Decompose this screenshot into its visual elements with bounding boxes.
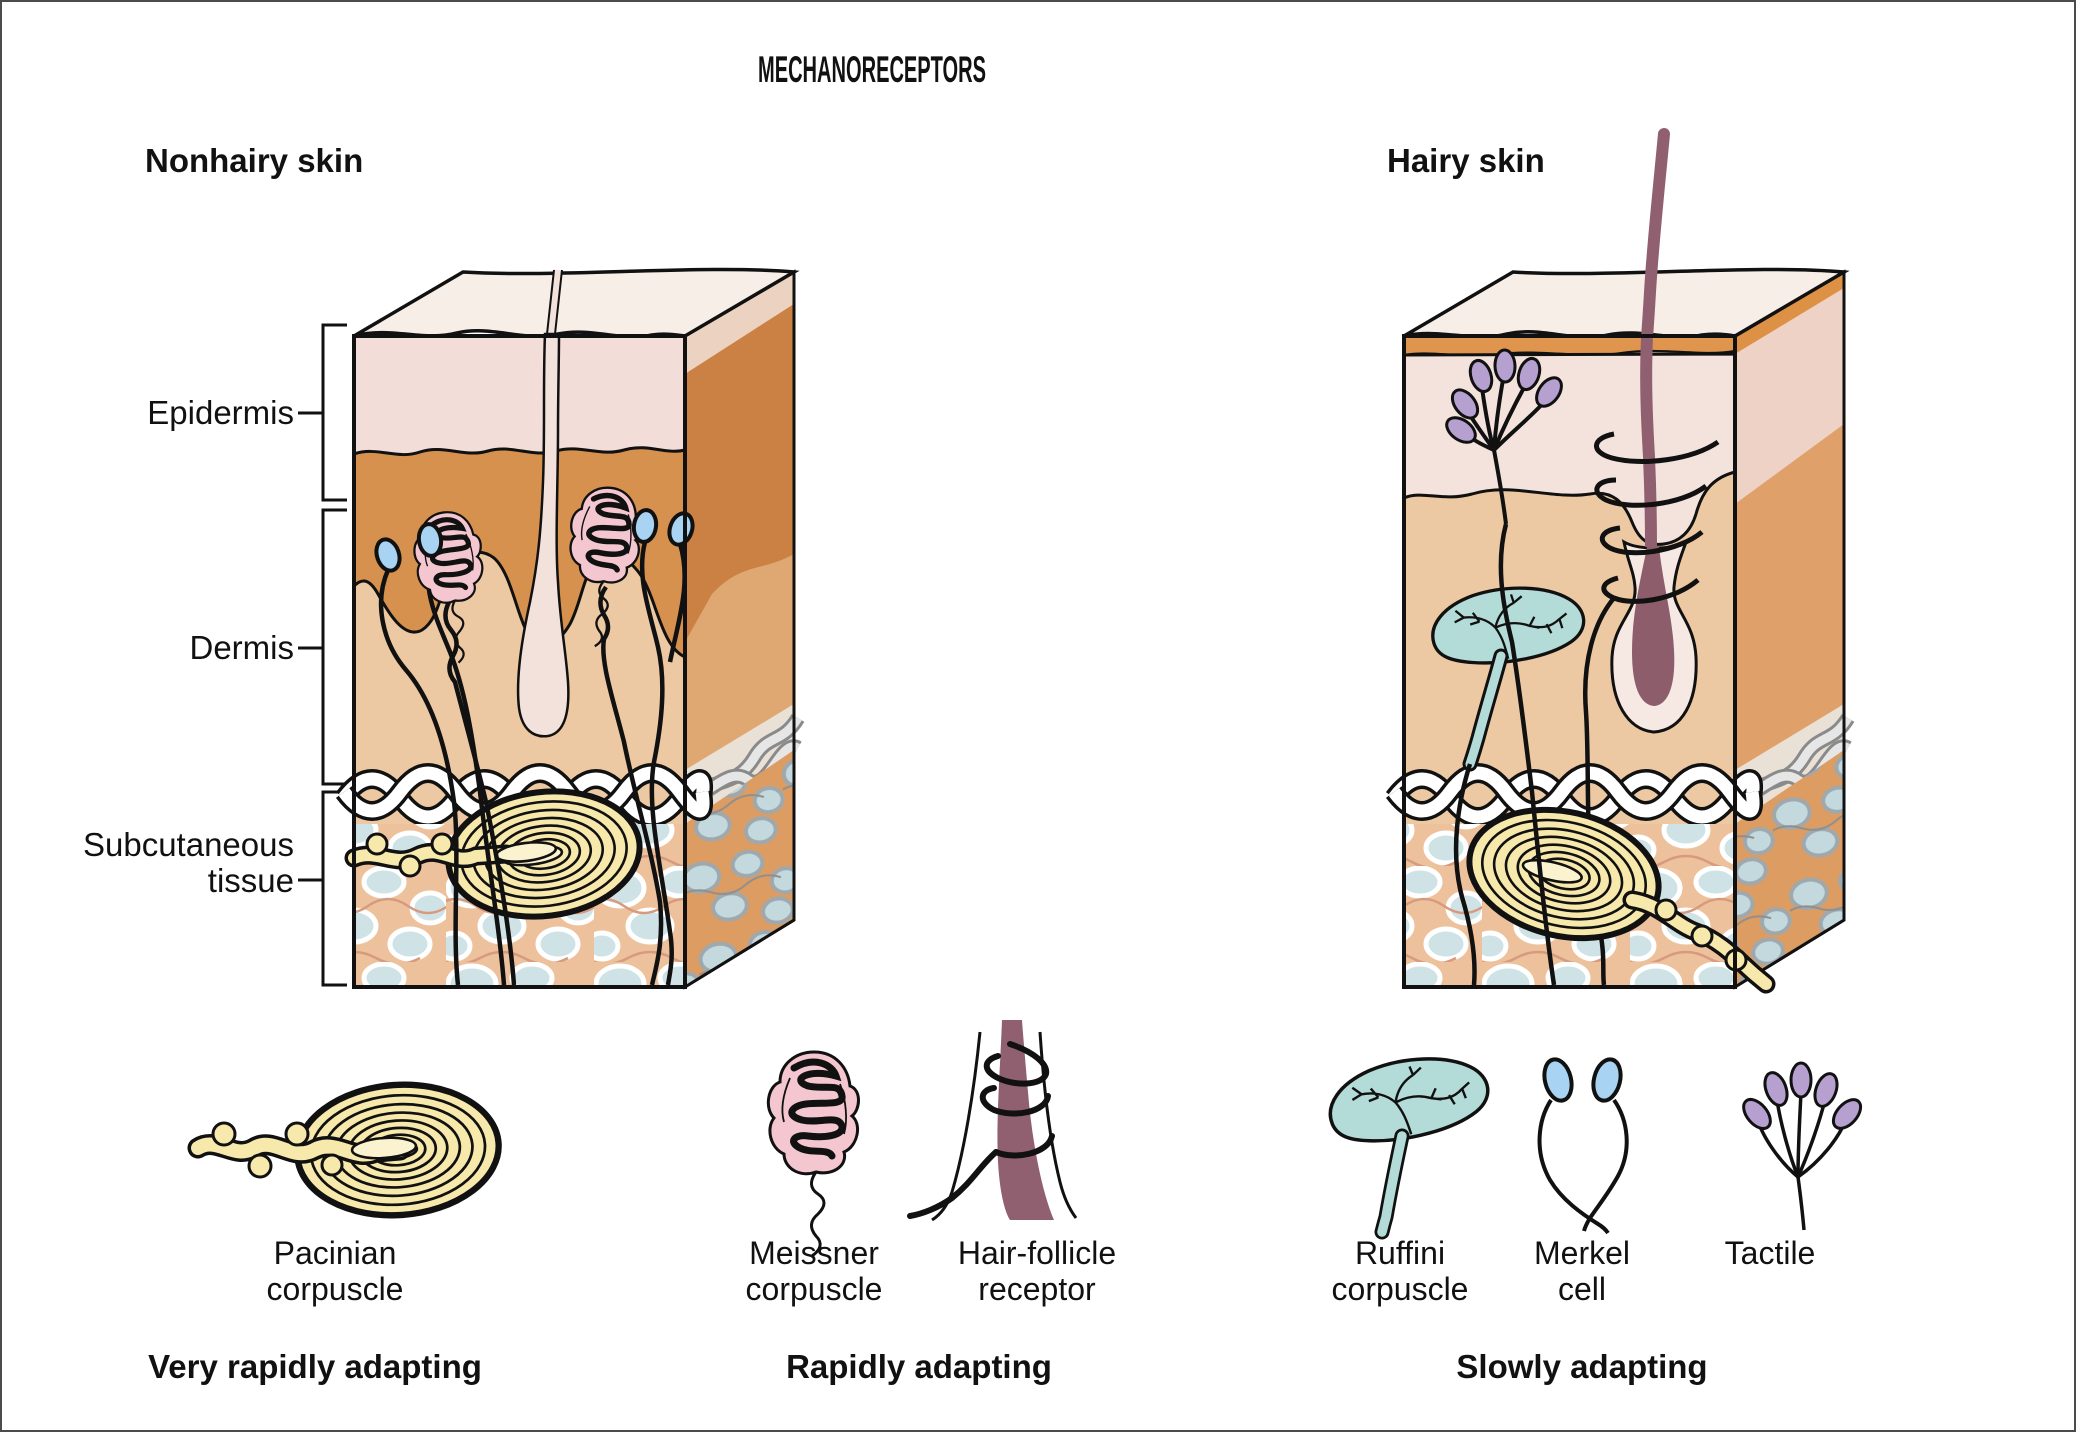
hair-follicle-receptor-icon: [907, 1020, 1078, 1222]
hairy-skin-block: [1385, 128, 1855, 994]
ruffini-corpuscle: [1426, 579, 1589, 772]
hair-follicle: [1610, 337, 1698, 734]
label-merkel-1: Merkel: [1534, 1235, 1630, 1271]
layer-brackets: [298, 323, 347, 987]
figure-title: MECHANORECEPTORS: [758, 49, 986, 90]
nonhairy-skin-block: [335, 267, 805, 990]
hair-follicle-receptor-coil: [1583, 431, 1720, 986]
meissner-corpuscle-icon: [768, 1052, 858, 1256]
pacinian-corpuscle-icon: [187, 1078, 503, 1222]
pacinian-corpuscle: [344, 781, 647, 927]
label-slowly-adapting: Slowly adapting: [1456, 1348, 1707, 1385]
label-ruffini-2: corpuscle: [1332, 1271, 1469, 1307]
ruffini-corpuscle-icon: [1321, 1045, 1496, 1240]
label-dermis: Dermis: [190, 629, 295, 666]
label-meissner-1: Meissner: [749, 1235, 879, 1271]
header-nonhairy-skin: Nonhairy skin: [145, 142, 363, 179]
header-hairy-skin: Hairy skin: [1387, 142, 1545, 179]
label-very-rapidly-adapting: Very rapidly adapting: [148, 1348, 482, 1385]
label-hair-follicle-2: receptor: [978, 1271, 1096, 1307]
merkel-cell-icon: [1537, 1057, 1629, 1235]
label-hair-follicle-1: Hair-follicle: [958, 1235, 1116, 1271]
label-ruffini-1: Ruffini: [1355, 1235, 1445, 1271]
label-subcutaneous-1: Subcutaneous: [83, 826, 294, 863]
label-rapidly-adapting: Rapidly adapting: [786, 1348, 1052, 1385]
label-epidermis: Epidermis: [147, 394, 294, 431]
hair-shaft: [1641, 128, 1670, 344]
sweat-duct: [516, 332, 570, 738]
label-subcutaneous-2: tissue: [208, 862, 294, 899]
tactile-cell-icon: [1742, 1061, 1863, 1231]
label-meissner-2: corpuscle: [746, 1271, 883, 1307]
nerve-fibers-right: [1453, 523, 1557, 986]
label-pacinian-2: corpuscle: [267, 1271, 404, 1307]
tactile-cell-cluster: [1445, 348, 1563, 525]
label-tactile: Tactile: [1725, 1235, 1816, 1271]
merkel-endings: [374, 508, 695, 573]
nerve-fibers-left: [378, 541, 687, 986]
label-pacinian-1: Pacinian: [274, 1235, 397, 1271]
label-merkel-2: cell: [1558, 1271, 1606, 1307]
